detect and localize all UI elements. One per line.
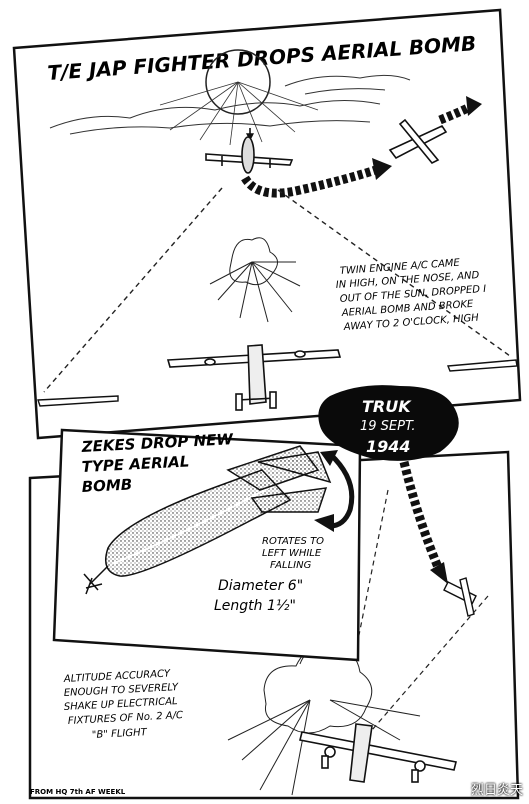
title-line: TYPE AERIAL [81, 452, 190, 476]
diving-fighter-icon [443, 577, 477, 617]
aerial-bomb-icon [83, 445, 332, 595]
note-line: LEFT WHILE [262, 548, 322, 559]
badge-place: TRUK [362, 397, 412, 416]
breakaway-arrow [241, 163, 384, 198]
explosion-icon [227, 631, 421, 796]
badge-year: 1944 [366, 437, 411, 456]
wingman-plane-left-icon [37, 395, 119, 407]
panel-2: ZEKES DROP NEW TYPE AERIAL BOMB ROTATES … [52, 428, 362, 662]
rotation-note: ROTATES TO LEFT WHILE FALLING [262, 536, 324, 571]
explosion-icon [209, 237, 301, 323]
arrowhead-icon [466, 96, 482, 116]
fighter-plane-icon [205, 128, 294, 174]
bomber-plane-icon [166, 344, 342, 411]
location-date-badge: TRUK 19 SEPT. 1944 [318, 385, 459, 461]
arrowhead-icon [320, 450, 338, 466]
escaping-plane-icon [388, 118, 448, 165]
attack-path-lines [43, 187, 511, 393]
bomb-diameter: Diameter 6" [218, 578, 303, 594]
badge-date: 19 SEPT. [360, 419, 416, 434]
bomber-plane-icon [299, 723, 457, 783]
cloud-icon [49, 74, 411, 135]
title-line: BOMB [81, 475, 132, 496]
source-caption: FROM HQ 7th AF WEEKL [30, 788, 126, 796]
dive-arrow [399, 460, 445, 574]
panel-1: T/E JAP FIGHTER DROPS AERIAL BOMB [12, 8, 522, 440]
arrowhead-icon [372, 158, 392, 180]
watermark: 烈日炎天 [470, 783, 523, 798]
note-line: "B" FLIGHT [92, 727, 148, 741]
rotation-arrow [328, 452, 355, 529]
note-line: FALLING [270, 560, 312, 571]
arrowhead-icon [430, 562, 448, 584]
wingman-plane-right-icon [447, 359, 518, 372]
panel-2-title: ZEKES DROP NEW TYPE AERIAL BOMB [80, 430, 235, 496]
arrowhead-icon [314, 514, 334, 532]
bomb-length: Length 1½" [214, 598, 296, 614]
dive-path-lines [357, 489, 489, 731]
note-line: ROTATES TO [262, 536, 324, 547]
